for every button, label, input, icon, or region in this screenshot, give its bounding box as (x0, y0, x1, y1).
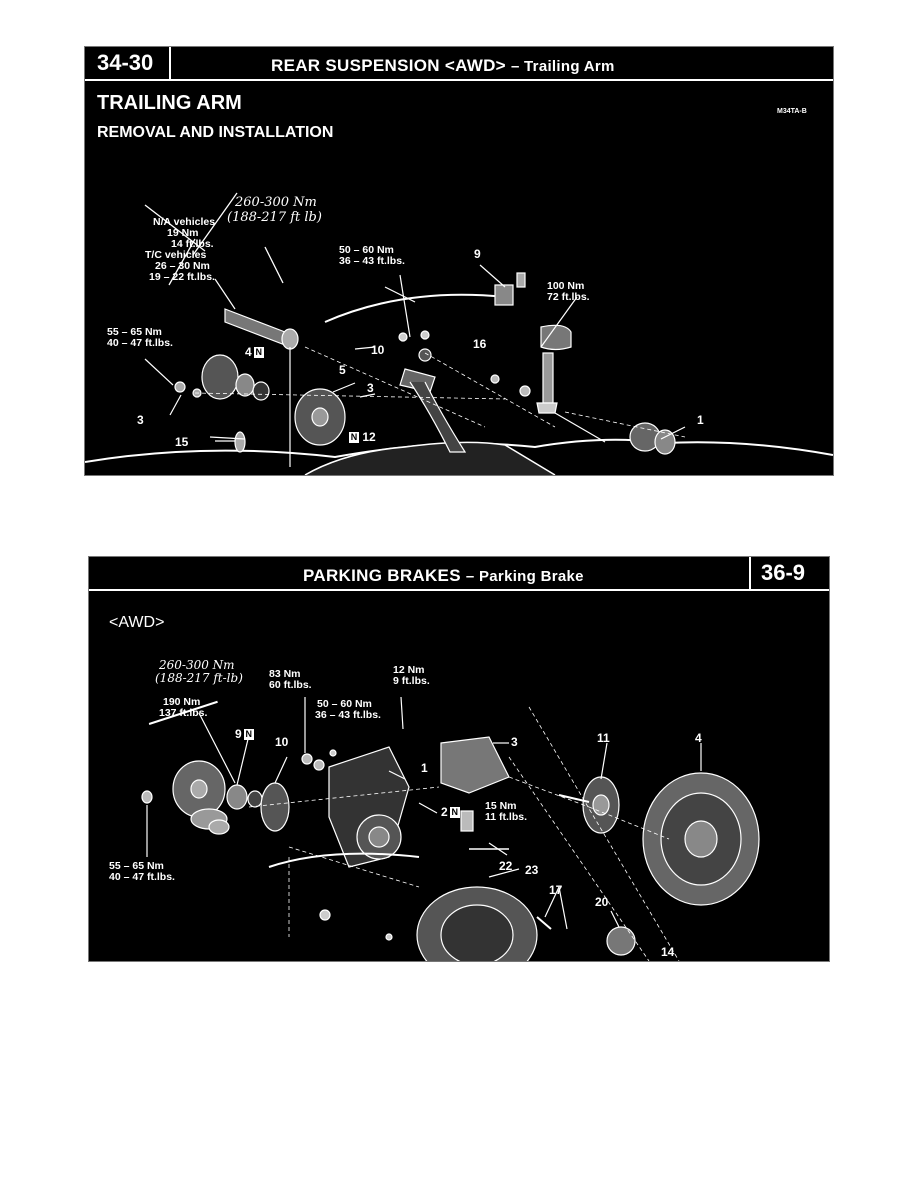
torque-label-15: 15 Nm 11 ft.lbs. (485, 800, 528, 823)
na-vehicles-label: N/A vehicles 19 Nm 14 ft.lbs. T/C vehicl… (145, 216, 216, 283)
header-title: PARKING BRAKES – Parking Brake (303, 566, 584, 585)
callout-23: 23 (525, 863, 539, 877)
callout-15: 15 (175, 435, 189, 449)
callout-4: 4 (695, 731, 702, 745)
handwritten-torque-note: 260-300 Nm (188-217 ft lb) (227, 195, 322, 225)
callout-1: 1 (697, 413, 704, 427)
torque-label-12: 12 Nm 9 ft.lbs. (393, 664, 430, 687)
callout-20: 20 (595, 895, 609, 909)
torque-label-100: 100 Nm 72 ft.lbs. (547, 280, 590, 303)
callout-16: 16 (473, 337, 487, 351)
new-part-marker: N (253, 347, 264, 359)
callout-3-left: 3 (137, 413, 144, 427)
header-title: REAR SUSPENSION <AWD> – Trailing Arm (271, 56, 615, 75)
panel-header: PARKING BRAKES – Parking Brake 36-9 (89, 557, 829, 591)
panel-header: 34-30 REAR SUSPENSION <AWD> – Trailing A… (85, 47, 833, 81)
section-title: TRAILING ARM (97, 92, 242, 114)
page-number: 34-30 (97, 50, 154, 75)
section-subtitle: REMOVAL AND INSTALLATION (97, 124, 334, 141)
torque-label-83: 83 Nm 60 ft.lbs. (269, 668, 312, 691)
new-part-marker: N (449, 807, 460, 819)
callout-9: 9 (474, 247, 481, 261)
callout-14: 14 (661, 945, 675, 959)
callout-10: 10 (371, 343, 385, 357)
callout-5: 5 (339, 363, 346, 377)
callout-3-right: 3 (367, 381, 374, 395)
exploded-diagram (141, 696, 760, 961)
doc-code: M34TA-B (777, 108, 807, 115)
header-divider (749, 557, 751, 589)
callout-1: 1 (421, 761, 428, 775)
exploded-diagram (85, 264, 833, 475)
trailing-arm-panel: 34-30 REAR SUSPENSION <AWD> – Trailing A… (84, 46, 834, 476)
torque-label-50-60: 50 – 60 Nm 36 – 43 ft.lbs. (315, 698, 381, 721)
callout-11: 11 (597, 731, 610, 745)
parking-brake-panel: PARKING BRAKES – Parking Brake 36-9 <AWD… (88, 556, 830, 962)
callout-10: 10 (275, 735, 289, 749)
header-divider (169, 47, 171, 79)
callout-22: 22 (499, 859, 513, 873)
callout-12: N 12 (349, 430, 376, 444)
callout-17: 17 (549, 883, 563, 897)
new-part-marker: N (349, 432, 359, 444)
torque-label-50-60: 50 – 60 Nm 36 – 43 ft.lbs. (339, 244, 405, 267)
torque-label-55-65: 55 – 65 Nm 40 – 47 ft.lbs. (107, 326, 173, 349)
section-title: <AWD> (109, 614, 165, 631)
page-number: 36-9 (761, 560, 806, 585)
callout-3: 3 (511, 735, 518, 749)
handwritten-torque-note: 260-300 Nm (188-217 ft-lb) (155, 658, 243, 685)
torque-label-55-65: 55 – 65 Nm 40 – 47 ft.lbs. (109, 860, 175, 883)
handwritten-strike-lines (144, 192, 284, 286)
new-part-marker: N (243, 729, 254, 741)
